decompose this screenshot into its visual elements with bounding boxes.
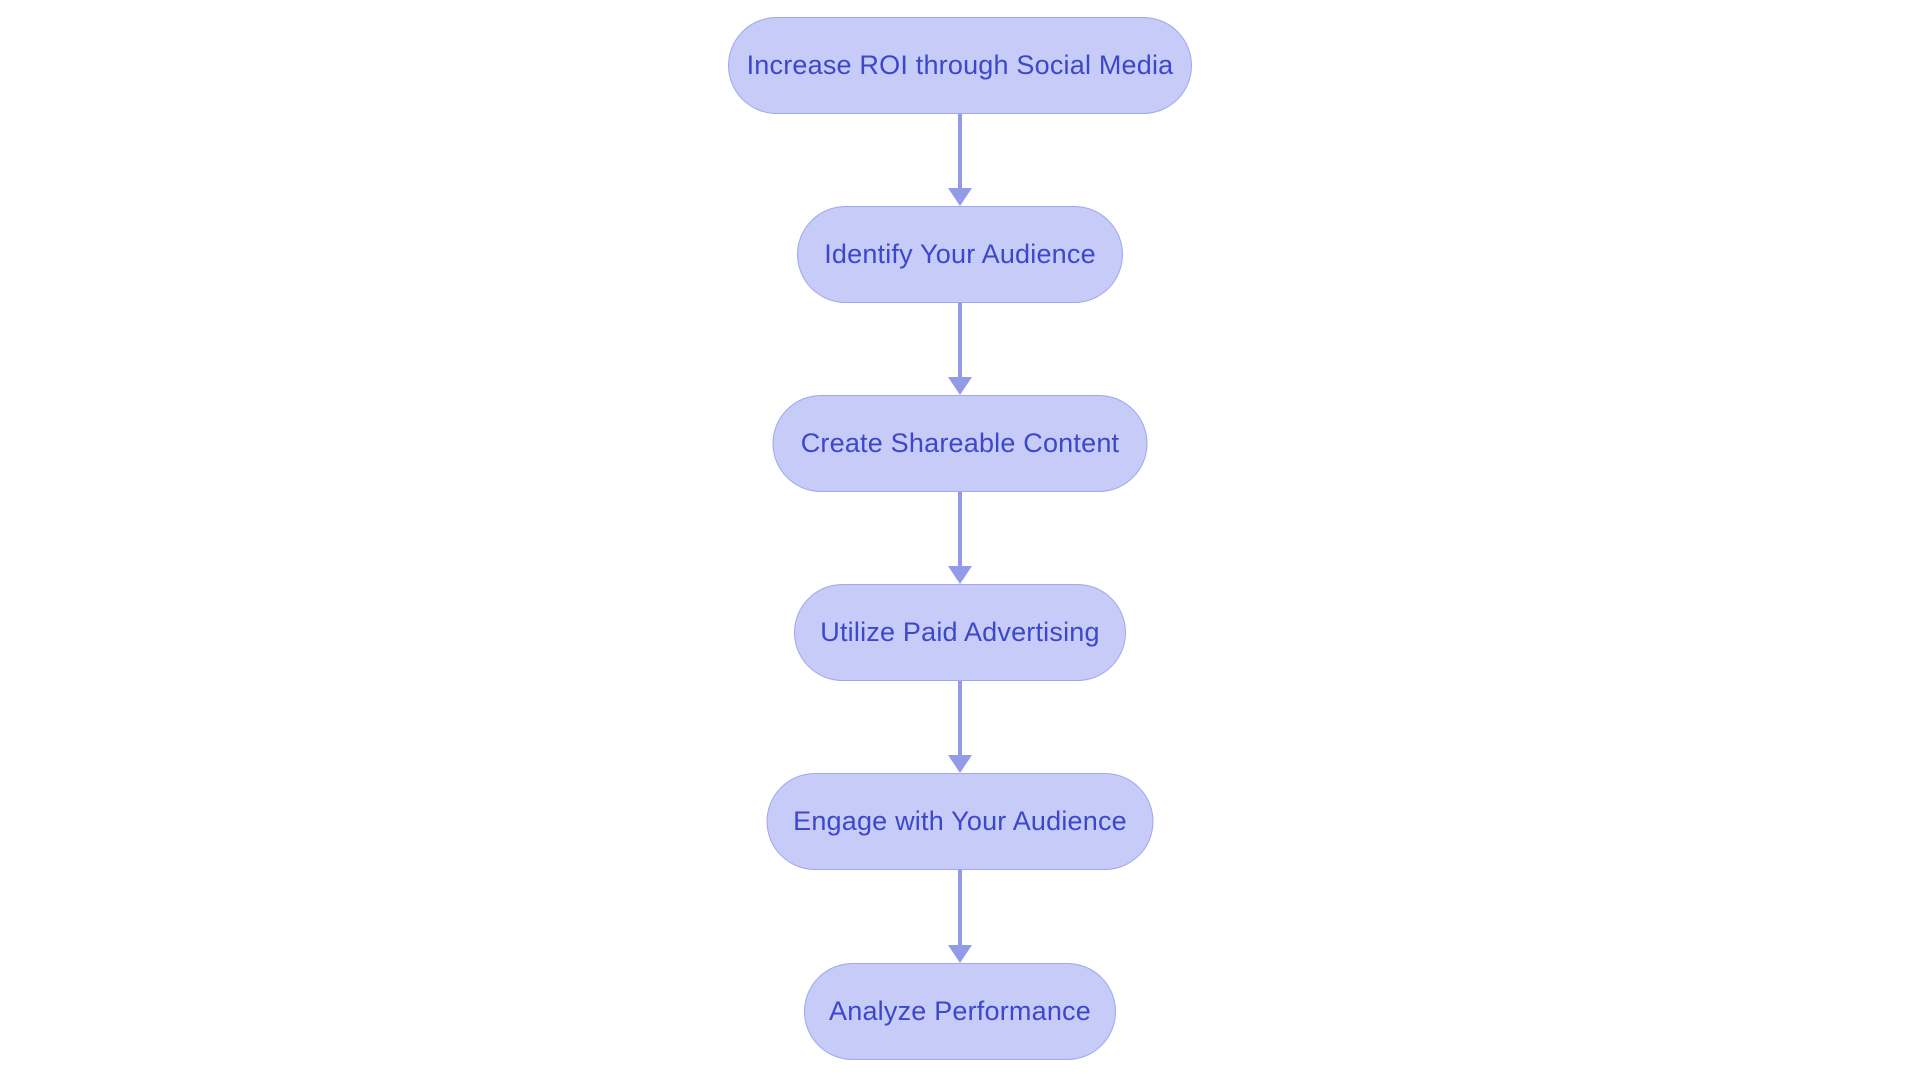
- flow-node-label: Create Shareable Content: [800, 428, 1120, 458]
- flow-node-label: Increase ROI through Social Media: [746, 50, 1174, 80]
- arrow-line: [958, 870, 962, 945]
- arrow-line: [958, 681, 962, 755]
- arrowhead-down-icon: [948, 377, 972, 395]
- connector-arrow-4: [948, 681, 972, 773]
- arrowhead-down-icon: [948, 566, 972, 584]
- flow-node-paid-advertising: Utilize Paid Advertising: [794, 584, 1126, 681]
- connector-arrow-3: [948, 492, 972, 584]
- flow-node-label: Identify Your Audience: [824, 239, 1096, 269]
- flow-node-label: Engage with Your Audience: [793, 806, 1127, 836]
- flow-node-identify-audience: Identify Your Audience: [797, 206, 1123, 303]
- connector-arrow-1: [948, 114, 972, 206]
- arrowhead-down-icon: [948, 755, 972, 773]
- flow-node-engage-audience: Engage with Your Audience: [766, 773, 1154, 870]
- flow-node-label: Utilize Paid Advertising: [820, 617, 1100, 647]
- flow-node-create-content: Create Shareable Content: [772, 395, 1148, 492]
- arrow-line: [958, 492, 962, 566]
- connector-arrow-5: [948, 870, 972, 963]
- arrow-line: [958, 303, 962, 377]
- arrowhead-down-icon: [948, 188, 972, 206]
- connector-arrow-2: [948, 303, 972, 395]
- flow-node-analyze-performance: Analyze Performance: [804, 963, 1116, 1060]
- arrowhead-down-icon: [948, 945, 972, 963]
- flow-node-label: Analyze Performance: [829, 996, 1091, 1026]
- flow-node-increase-roi: Increase ROI through Social Media: [728, 17, 1192, 114]
- arrow-line: [958, 114, 962, 188]
